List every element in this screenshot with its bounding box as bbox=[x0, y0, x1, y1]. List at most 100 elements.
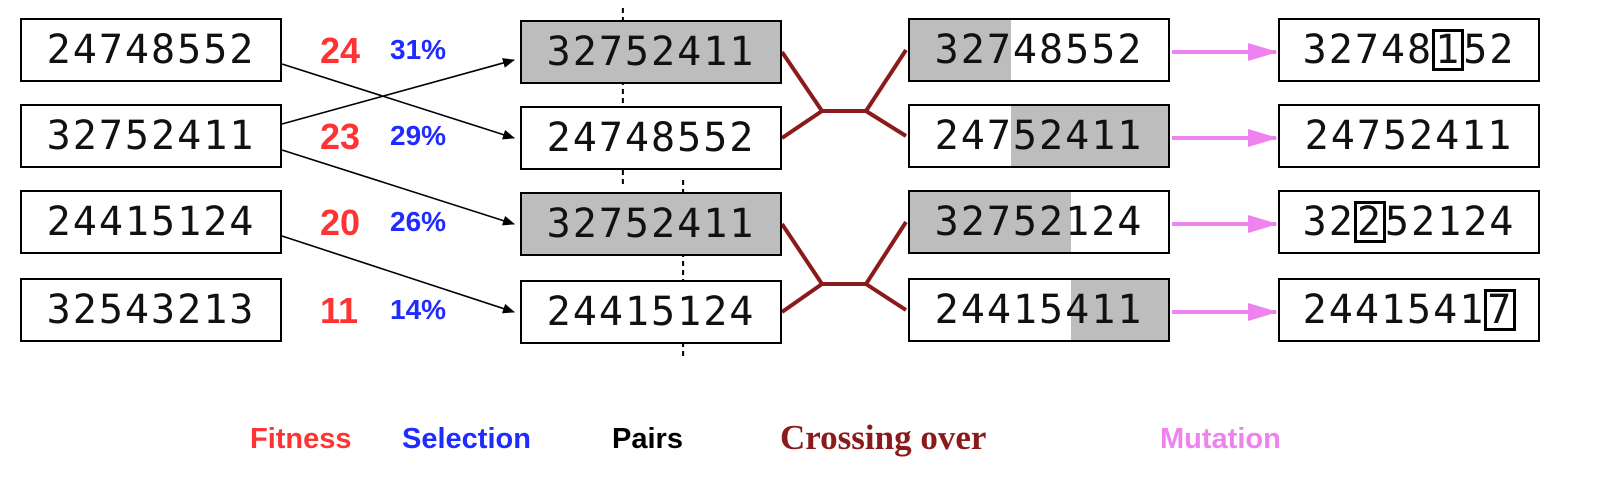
gene-digit: 4 bbox=[1330, 113, 1357, 159]
gene-digit: 4 bbox=[572, 115, 599, 161]
gene-digit: 2 bbox=[1328, 27, 1355, 73]
gene-digit: 5 bbox=[98, 287, 125, 333]
gene-string: 24752411 bbox=[1305, 116, 1514, 156]
gene-digit: 1 bbox=[124, 199, 151, 245]
legend-pairs: Pairs bbox=[612, 423, 683, 455]
gene-digit: 7 bbox=[98, 113, 125, 159]
gene-string: 24752411 bbox=[935, 116, 1144, 156]
gene-digit: 3 bbox=[46, 287, 73, 333]
gene-string: 32752124 bbox=[935, 202, 1144, 242]
gene-digit: 1 bbox=[624, 289, 651, 335]
gene-digit: 4 bbox=[729, 289, 756, 335]
gene-digit: 7 bbox=[986, 27, 1013, 73]
gene-digit: 8 bbox=[1039, 27, 1066, 73]
population-individual: 32543213 bbox=[20, 278, 282, 342]
crossover-offspring: 32752124 bbox=[908, 190, 1170, 254]
gene-digit: 3 bbox=[151, 287, 178, 333]
gene-digit: 4 bbox=[986, 287, 1013, 333]
crossover-connector bbox=[780, 282, 824, 314]
mutated-gene: 1 bbox=[1432, 27, 1465, 73]
gene-digit: 3 bbox=[46, 113, 73, 159]
gene-digit: 1 bbox=[1487, 113, 1514, 159]
mutated-offspring: 24415417 bbox=[1278, 278, 1540, 342]
gene-digit: 1 bbox=[1117, 287, 1144, 333]
selection-arrow bbox=[281, 235, 515, 314]
gene-digit: 4 bbox=[1433, 287, 1460, 333]
gene-digit: 5 bbox=[203, 27, 230, 73]
gene-digit: 7 bbox=[98, 27, 125, 73]
shaded-segment bbox=[910, 20, 1011, 80]
gene-digit: 5 bbox=[703, 115, 730, 161]
gene-digit: 5 bbox=[624, 201, 651, 247]
gene-digit: 3 bbox=[546, 201, 573, 247]
crossover-connector bbox=[864, 220, 908, 286]
gene-digit: 7 bbox=[1356, 113, 1383, 159]
gene-digit: 4 bbox=[960, 287, 987, 333]
selection-percentage: 29% bbox=[390, 120, 447, 151]
gene-digit: 1 bbox=[1459, 287, 1486, 333]
mutated-gene: 7 bbox=[1484, 287, 1517, 333]
gene-string: 32748552 bbox=[935, 30, 1144, 70]
selection-percentage: 31% bbox=[390, 34, 447, 65]
gene-digit: 7 bbox=[986, 199, 1013, 245]
fitness-value: 23 bbox=[320, 116, 361, 157]
gene-digit: 1 bbox=[1117, 113, 1144, 159]
gene-digit: 1 bbox=[703, 201, 730, 247]
gene-digit: 1 bbox=[1091, 113, 1118, 159]
gene-digit: 2 bbox=[1302, 287, 1329, 333]
legend-crossing-over: Crossing over bbox=[780, 418, 987, 457]
pair-individual: 32752411 bbox=[520, 20, 782, 84]
gene-digit: 8 bbox=[151, 27, 178, 73]
gene-digit: 8 bbox=[1407, 27, 1434, 73]
gene-digit: 5 bbox=[1091, 27, 1118, 73]
gene-digit: 2 bbox=[1304, 113, 1331, 159]
gene-string: 24748552 bbox=[47, 30, 256, 70]
gene-digit: 4 bbox=[124, 27, 151, 73]
gene-digit: 2 bbox=[651, 29, 678, 75]
gene-digit: 2 bbox=[1489, 27, 1516, 73]
gene-digit: 2 bbox=[1463, 199, 1490, 245]
population-individual: 24415124 bbox=[20, 190, 282, 254]
population-individual: 24748552 bbox=[20, 18, 282, 82]
selection-arrow bbox=[281, 149, 515, 226]
gene-digit: 2 bbox=[1039, 113, 1066, 159]
gene-digit: 5 bbox=[1407, 287, 1434, 333]
gene-digit: 3 bbox=[1302, 199, 1329, 245]
gene-digit: 1 bbox=[203, 287, 230, 333]
gene-digit: 2 bbox=[1039, 199, 1066, 245]
gene-string: 32543213 bbox=[47, 290, 256, 330]
gene-string: 24415124 bbox=[547, 292, 756, 332]
legend-mutation: Mutation bbox=[1160, 423, 1281, 455]
gene-digit: 2 bbox=[46, 199, 73, 245]
gene-digit: 2 bbox=[934, 287, 961, 333]
crossover-connector bbox=[780, 109, 824, 140]
crossover-connector bbox=[864, 48, 908, 113]
gene-digit: 4 bbox=[72, 27, 99, 73]
crossover-offspring: 32748552 bbox=[908, 18, 1170, 82]
gene-digit: 2 bbox=[229, 27, 256, 73]
gene-digit: 2 bbox=[1328, 199, 1355, 245]
gene-digit: 1 bbox=[1461, 113, 1488, 159]
gene-string: 24748552 bbox=[547, 118, 756, 158]
crossover-connector bbox=[864, 109, 908, 138]
gene-digit: 4 bbox=[1328, 287, 1355, 333]
gene-digit: 2 bbox=[1409, 113, 1436, 159]
fitness-value: 11 bbox=[320, 290, 359, 331]
crossover-connector bbox=[780, 50, 824, 113]
gene-digit: 3 bbox=[229, 287, 256, 333]
pair-individual: 24415124 bbox=[520, 280, 782, 344]
gene-digit: 2 bbox=[572, 201, 599, 247]
gene-digit: 5 bbox=[1065, 27, 1092, 73]
gene-digit: 5 bbox=[651, 289, 678, 335]
gene-digit: 2 bbox=[203, 199, 230, 245]
gene-string: 24415124 bbox=[47, 202, 256, 242]
gene-digit: 4 bbox=[1380, 27, 1407, 73]
gene-digit: 7 bbox=[1354, 27, 1381, 73]
gene-digit: 4 bbox=[677, 29, 704, 75]
gene-digit: 5 bbox=[124, 113, 151, 159]
gene-digit: 4 bbox=[229, 199, 256, 245]
gene-digit: 2 bbox=[46, 27, 73, 73]
mutated-gene: 2 bbox=[1353, 199, 1386, 245]
fitness-value: 20 bbox=[320, 202, 361, 243]
